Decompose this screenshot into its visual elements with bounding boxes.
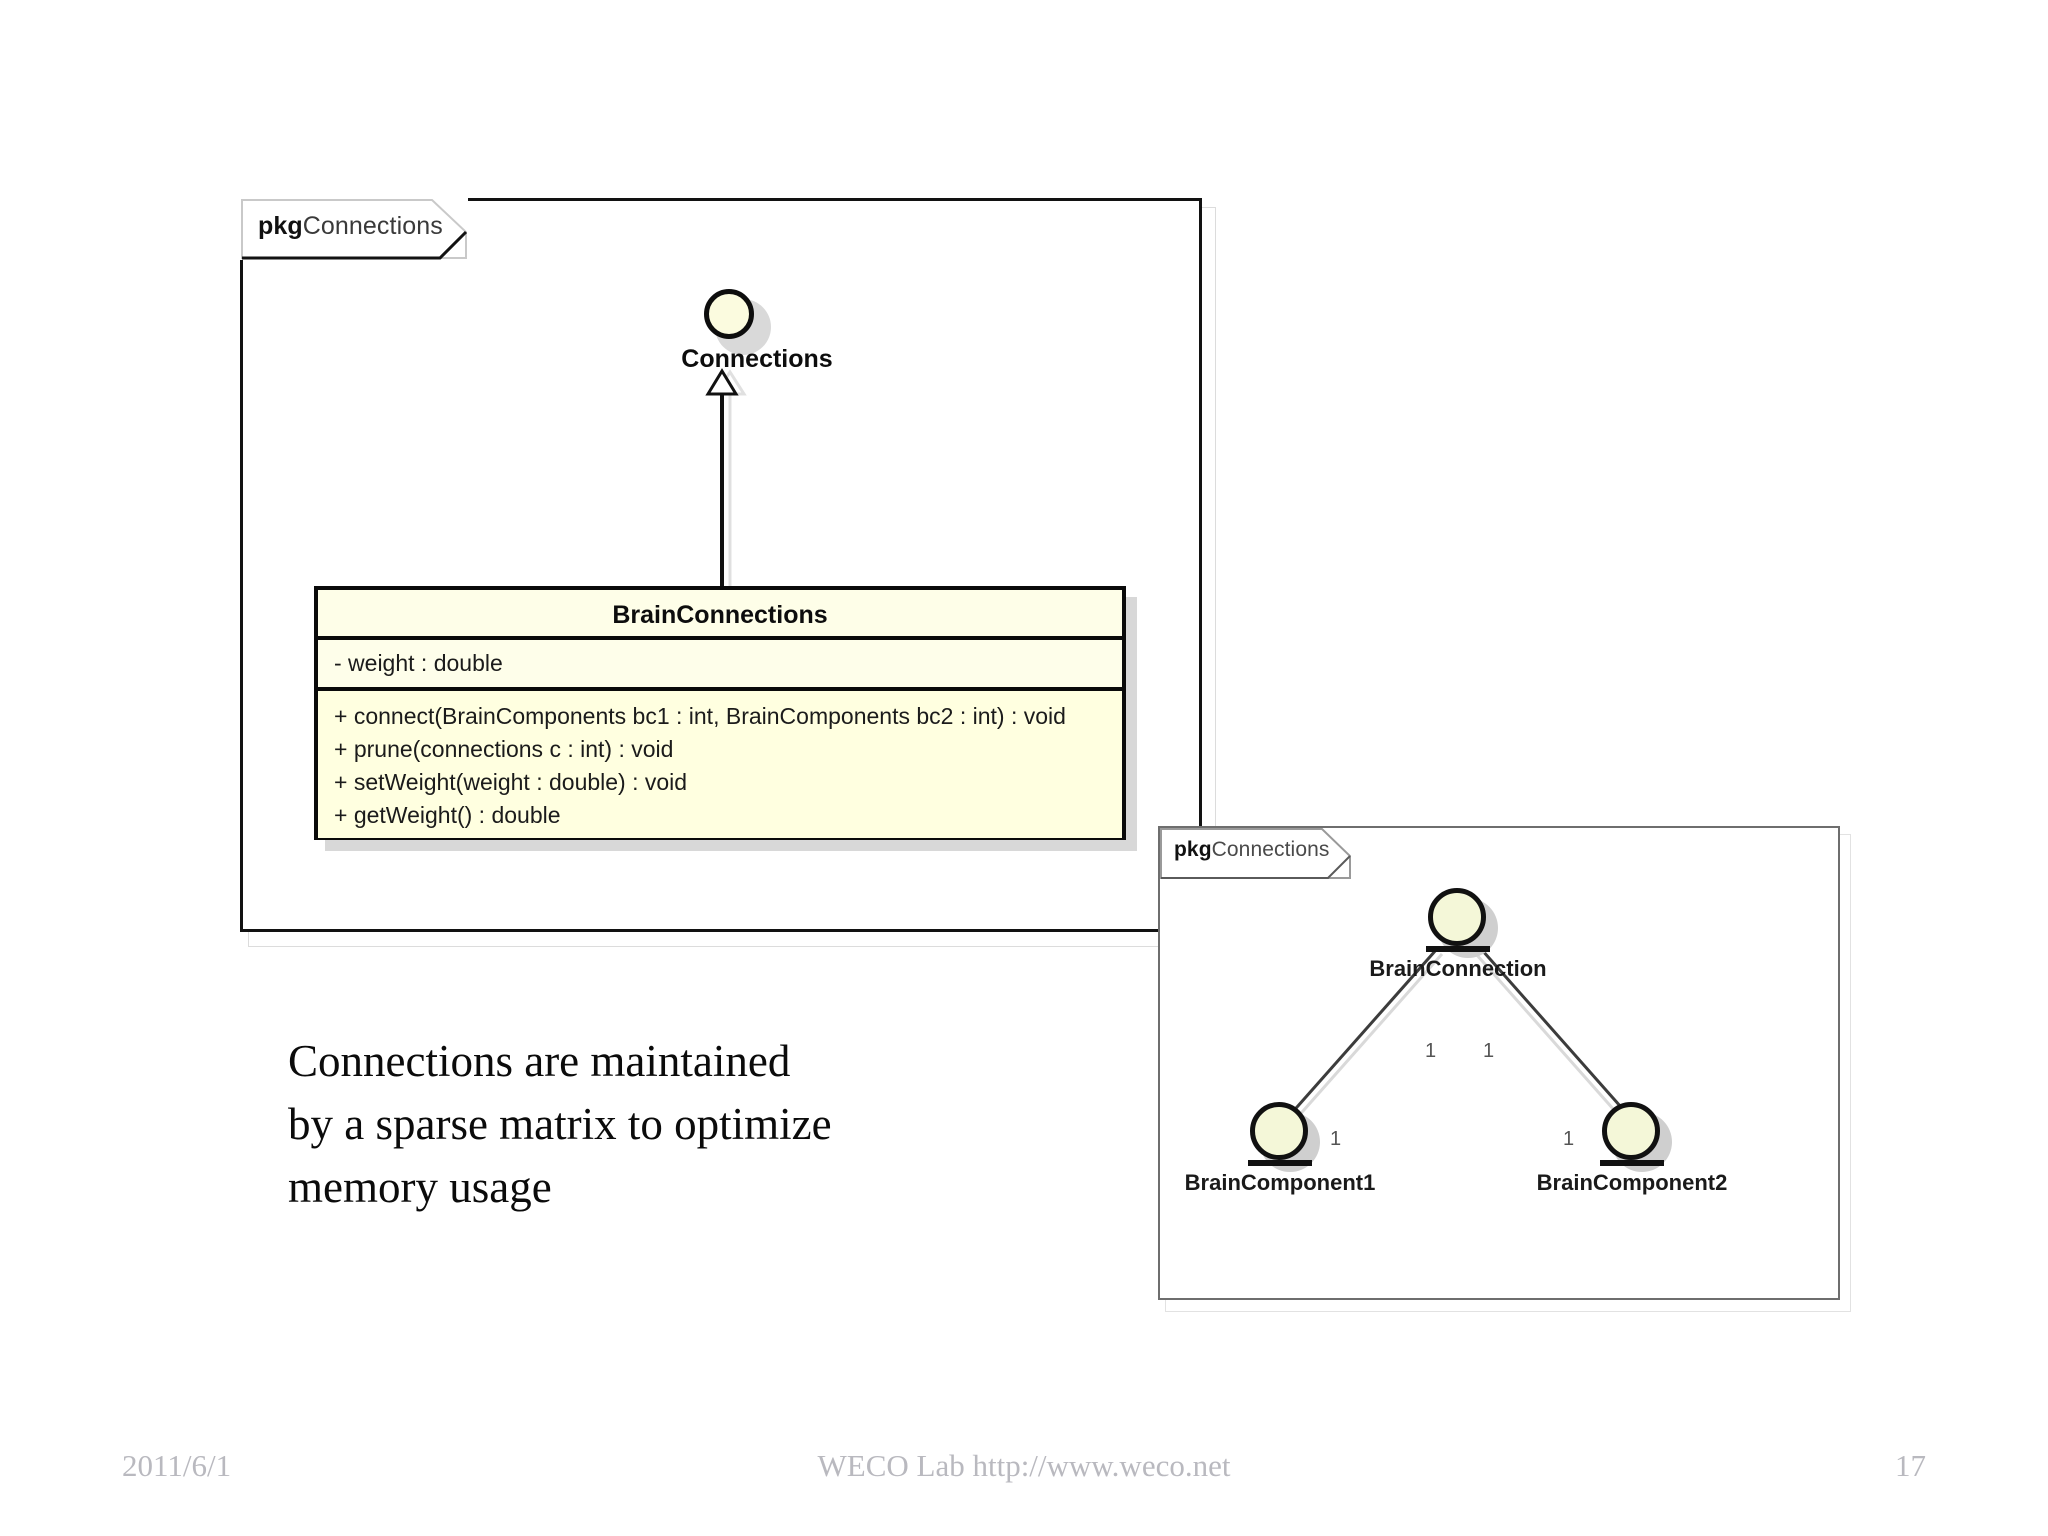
- package-objects-tab-name: Connections: [1211, 838, 1330, 861]
- footer-page-number: 17: [1895, 1448, 1926, 1483]
- package-tab-name: Connections: [302, 212, 443, 240]
- package-tab-outline: [241, 199, 468, 260]
- package-tab-keyword: pkg: [258, 212, 303, 240]
- multiplicity-label: 1: [1425, 1040, 1437, 1062]
- object-circle-icon: [1428, 888, 1486, 946]
- class-operation: + connect(BrainComponents bc1 : int, Bra…: [334, 703, 1066, 729]
- multiplicity-label: 1: [1330, 1128, 1342, 1150]
- package-tab-label: pkgConnections: [258, 212, 443, 241]
- body-text-line: by a sparse matrix to optimize: [288, 1099, 832, 1149]
- interface-label: Connections: [681, 345, 833, 373]
- object-label: BrainConnection: [1369, 956, 1547, 981]
- multiplicity-label: 1: [1483, 1040, 1495, 1062]
- multiplicity-label: 1: [1563, 1128, 1575, 1150]
- package-tab: pkgConnections: [240, 198, 468, 260]
- object-base-bar: [1426, 946, 1490, 952]
- package-objects-tab-label: pkgConnections: [1174, 838, 1329, 862]
- object-associations-svg: [1280, 949, 1638, 1129]
- package-objects-tab-outline: [1160, 828, 1351, 879]
- object-circle-icon: [1250, 1102, 1308, 1160]
- package-objects-body: BrainConnection BrainComponent1 BrainCom…: [1158, 826, 1840, 1300]
- object-circle-icon: [1602, 1102, 1660, 1160]
- package-objects-tab: pkgConnections: [1160, 828, 1352, 880]
- class-brainconnections[interactable]: BrainConnections - weight : double + con…: [314, 586, 1137, 851]
- object-base-bar: [1248, 1160, 1312, 1166]
- class-operation: + setWeight(weight : double) : void: [334, 769, 688, 795]
- object-label: BrainComponent1: [1184, 1170, 1376, 1195]
- footer-date: 2011/6/1: [122, 1448, 232, 1483]
- package-objects-tab-keyword: pkg: [1174, 838, 1212, 861]
- class-operation: + prune(connections c : int) : void: [334, 736, 674, 762]
- generalization-arrow: [690, 368, 760, 588]
- slide-body-text: Connections are maintained by a sparse m…: [288, 1030, 1048, 1219]
- class-operation: + getWeight() : double: [334, 802, 561, 828]
- footer-center-text: WECO Lab http://www.weco.net: [817, 1448, 1231, 1483]
- package-connections-object-diagram: BrainConnection BrainComponent1 BrainCom…: [1158, 826, 1851, 1312]
- object-label: BrainComponent2: [1536, 1170, 1728, 1195]
- slide-footer: 2011/6/1 WECO Lab http://www.weco.net 17: [0, 1448, 2048, 1508]
- body-text-line: Connections are maintained: [288, 1036, 791, 1086]
- body-text-line: memory usage: [288, 1162, 552, 1212]
- class-attribute: - weight : double: [334, 650, 503, 676]
- class-attributes-compartment: - weight : double: [318, 640, 1122, 691]
- class-title: BrainConnections: [318, 590, 1122, 640]
- interface-circle-icon: [704, 289, 754, 339]
- object-base-bar: [1600, 1160, 1664, 1166]
- generalization-arrow-svg: [705, 368, 747, 587]
- interface-connections[interactable]: Connections: [657, 287, 857, 397]
- class-body: BrainConnections - weight : double + con…: [314, 586, 1126, 840]
- class-operations-compartment: + connect(BrainComponents bc1 : int, Bra…: [318, 691, 1122, 838]
